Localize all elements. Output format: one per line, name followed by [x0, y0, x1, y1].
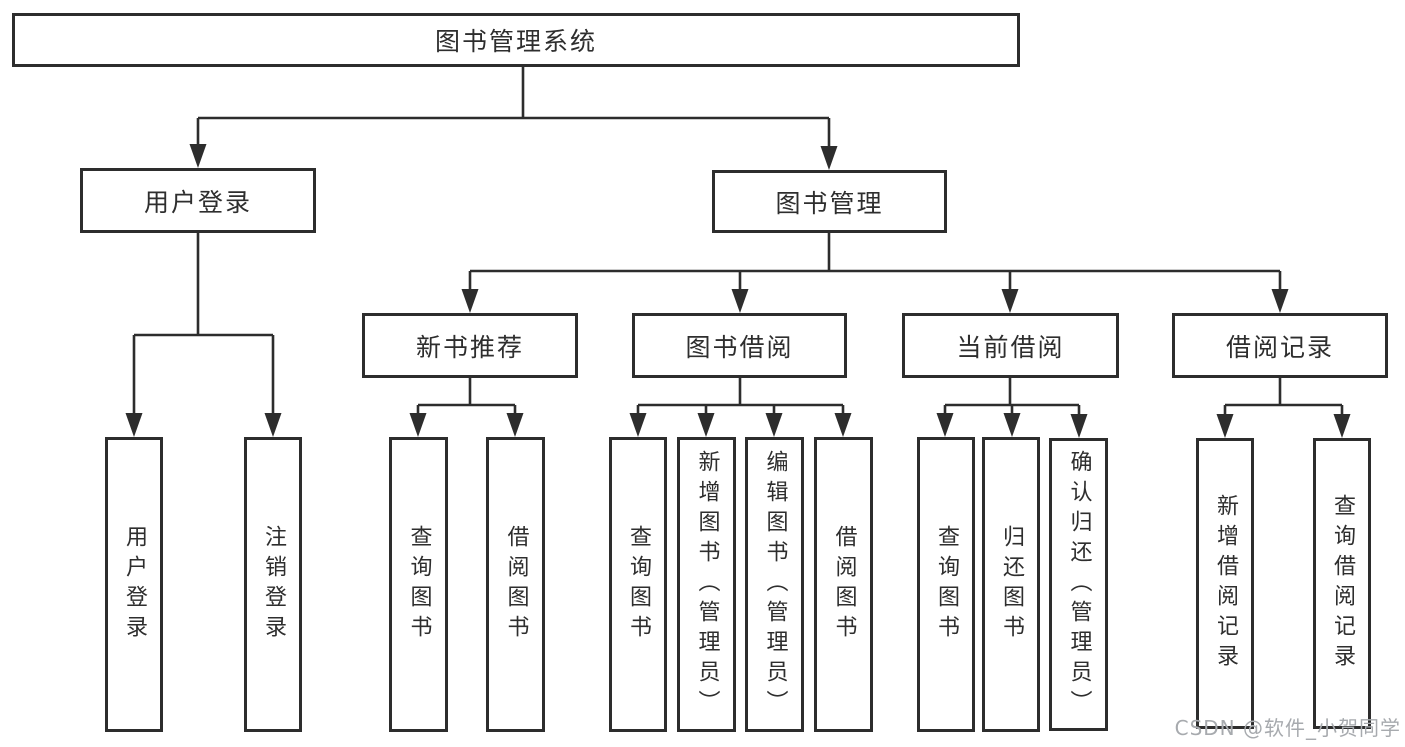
node-label: 归还图书: [999, 524, 1024, 645]
node-user-login: 用户登录: [80, 168, 316, 233]
node-label: 图书管理: [775, 188, 884, 218]
node-label: 新增借阅记录: [1213, 493, 1238, 674]
leaf-query-books: 查询图书: [917, 437, 975, 732]
leaf-edit-book-admin: 编辑图书（管理员）: [745, 437, 804, 732]
leaf-user-login: 用户登录: [105, 437, 163, 732]
node-borrowing-records: 借阅记录: [1172, 313, 1388, 378]
node-current-borrowing: 当前借阅: [902, 313, 1119, 378]
node-label: 图书管理系统: [434, 27, 597, 56]
node-library-management-system: 图书管理系统: [12, 13, 1020, 67]
leaf-return-books: 归还图书: [982, 437, 1040, 732]
node-label: 借阅图书: [503, 524, 529, 645]
node-label: 注销登录: [261, 524, 286, 645]
node-label: 查询图书: [934, 524, 959, 645]
leaf-confirm-return-admin: 确认归还（管理员）: [1049, 438, 1108, 731]
node-label: 用户登录: [143, 187, 252, 217]
node-label: 查询图书: [406, 524, 432, 645]
node-new-book-recommendation: 新书推荐: [362, 313, 578, 378]
node-book-borrowing: 图书借阅: [632, 313, 847, 378]
node-book-management: 图书管理: [712, 170, 947, 233]
node-label: 用户登录: [122, 524, 147, 645]
node-label: 借阅图书: [831, 524, 857, 645]
node-label: 新书推荐: [415, 332, 524, 362]
node-label: 图书借阅: [685, 332, 794, 362]
node-label: 确认归还（管理员）: [1066, 449, 1092, 720]
node-label: 查询借阅记录: [1330, 493, 1355, 674]
leaf-query-books: 查询图书: [609, 437, 667, 732]
leaf-add-borrow-record: 新增借阅记录: [1196, 438, 1254, 729]
leaf-logout: 注销登录: [244, 437, 302, 732]
leaf-add-book-admin: 新增图书（管理员）: [677, 437, 736, 732]
node-label: 查询图书: [626, 524, 651, 645]
leaf-borrow-books: 借阅图书: [814, 437, 873, 732]
leaf-query-borrow-record: 查询借阅记录: [1313, 438, 1371, 729]
node-label: 当前借阅: [956, 332, 1065, 362]
node-label: 编辑图书（管理员）: [762, 449, 788, 720]
leaf-query-books: 查询图书: [389, 437, 448, 732]
watermark: CSDN @软件_小贺同学: [1174, 716, 1401, 740]
node-label: 借阅记录: [1225, 332, 1334, 362]
node-label: 新增图书（管理员）: [694, 449, 720, 720]
leaf-borrow-books: 借阅图书: [486, 437, 545, 732]
